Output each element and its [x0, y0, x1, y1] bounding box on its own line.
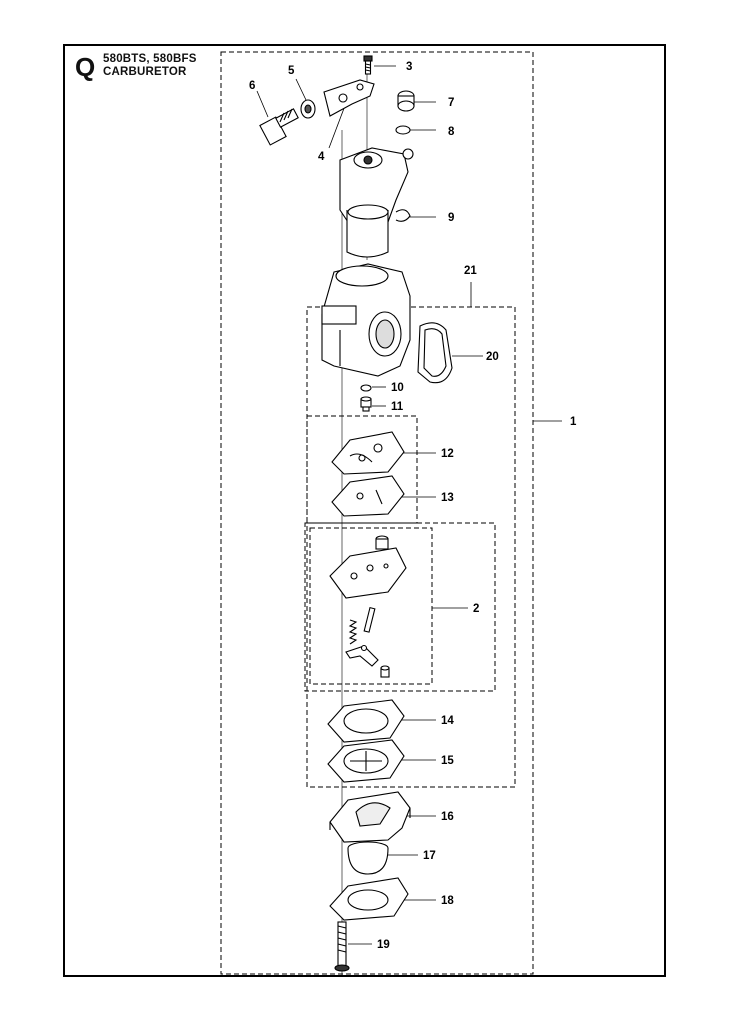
diaphragm-15-icon: [327, 739, 405, 783]
throttle-body-icon: [339, 147, 414, 258]
callout-6: 6: [249, 80, 255, 92]
gasket-12-icon: [331, 431, 405, 475]
parts: [259, 55, 453, 972]
plug-icon: [397, 90, 415, 112]
small-o-ring-icon: [360, 384, 372, 392]
lever-icon: [345, 644, 379, 667]
needle-icon: [363, 606, 376, 633]
diagram-frame: [63, 44, 666, 977]
callout-4: 4: [318, 151, 325, 163]
diaphragm-13-icon: [331, 475, 405, 517]
callout-18: 18: [441, 895, 454, 907]
group-box-21: [306, 306, 516, 788]
plug-screw-icon: [360, 396, 372, 412]
spring-icon: [348, 619, 358, 645]
o-ring-icon: [395, 125, 411, 135]
callout-2: 2: [473, 603, 479, 615]
section-letter: Q: [75, 52, 96, 82]
dashed-groups: [220, 51, 534, 975]
callout-3: 3: [406, 61, 412, 73]
callout-19: 19: [377, 939, 390, 951]
callout-5: 5: [288, 65, 295, 77]
callout-20: 20: [486, 351, 499, 363]
callout-17: 17: [423, 850, 436, 862]
callout-21: 21: [464, 265, 477, 277]
callout-10: 10: [391, 382, 404, 394]
callout-15: 15: [441, 755, 454, 767]
callout-8: 8: [448, 126, 455, 138]
carburetor-body-icon: [321, 263, 411, 377]
group-box-2: [309, 527, 433, 685]
callout-14: 14: [441, 715, 454, 727]
adjuster-screw-icon: [259, 108, 299, 146]
nut-icon: [300, 99, 316, 119]
intake-gasket-icon: [417, 322, 453, 384]
group-box-1: [220, 51, 534, 975]
long-screw-icon: [334, 921, 350, 972]
callout-12: 12: [441, 448, 454, 460]
callout-1: 1: [570, 416, 577, 428]
leader-lines: [256, 65, 562, 975]
model-numbers: 580BTS, 580BFS: [103, 53, 197, 65]
callout-11: 11: [391, 401, 404, 413]
callout-numbers: 3 5 6 7 8 4 9 21 20 10 11 1 12 13 2 14 1…: [249, 61, 577, 951]
small-screw-icon: [380, 665, 390, 678]
bulb-cover-icon: [329, 877, 409, 921]
callout-13: 13: [441, 492, 454, 504]
callout-9: 9: [448, 212, 454, 224]
gasket-14-icon: [327, 699, 405, 743]
group-box-lower: [304, 522, 496, 692]
bracket-icon: [323, 79, 375, 117]
primer-bulb-icon: [347, 841, 389, 875]
screw-icon: [363, 55, 373, 75]
callout-16: 16: [441, 811, 454, 823]
pump-cover-icon: [329, 791, 411, 843]
needle-valve-body-icon: [329, 535, 407, 599]
clip-icon: [395, 209, 411, 222]
callout-7: 7: [448, 97, 454, 109]
assembly-title: CARBURETOR: [103, 66, 187, 78]
